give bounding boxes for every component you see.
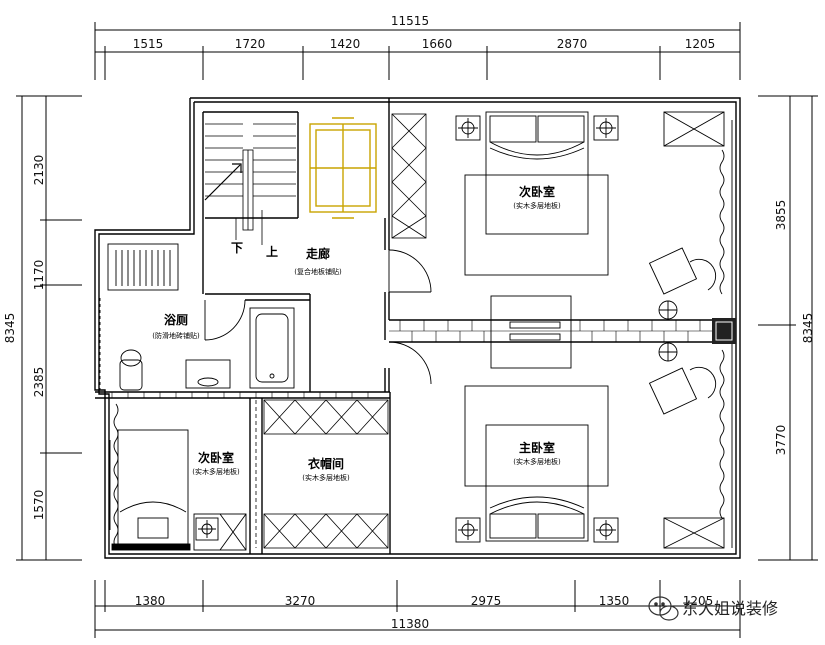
bottom-dim-1: 1380 (135, 594, 166, 608)
left-dim-2: 1170 (32, 260, 46, 291)
bottom-dim-3: 2975 (471, 594, 502, 608)
doors (204, 249, 432, 385)
walls (94, 97, 741, 559)
left-dim-3: 2385 (32, 367, 46, 398)
bottom-total-label: 11380 (391, 617, 429, 631)
right-dim-1: 3855 (774, 200, 788, 231)
stair-down-label: 下 (231, 241, 243, 255)
lower-bedroom-note: (实木多层地板) (192, 467, 240, 476)
top-dim-2: 1720 (235, 37, 266, 51)
master-bedroom-furniture (455, 342, 733, 549)
desk (490, 295, 572, 369)
bottom-dim-2: 3270 (285, 594, 316, 608)
top-dim-4: 1660 (422, 37, 453, 51)
upper-bedroom-note: (实木多层地板) (513, 201, 561, 210)
upper-bedroom-name: 次卧室 (519, 184, 555, 199)
right-total-label: 8345 (801, 313, 815, 344)
lower-left-bedroom-furniture (109, 403, 247, 551)
left-dim-1: 2130 (32, 155, 46, 186)
left-total-label: 8345 (3, 313, 17, 344)
bathroom-note: (防滑地砖铺贴) (152, 331, 200, 340)
corridor-note: (复合地板铺贴) (294, 267, 342, 276)
divider-hatch (111, 392, 369, 398)
top-dim-1: 1515 (133, 37, 164, 51)
elevator (309, 117, 377, 219)
corridor-name: 走廊 (306, 246, 330, 261)
staircase (204, 123, 296, 245)
dimension-right (758, 95, 818, 561)
closet-name: 衣帽间 (308, 456, 344, 471)
right-dim-2: 3770 (774, 425, 788, 456)
stair-up-label: 上 (266, 244, 278, 259)
watermark-text: 东大姐说装修 (682, 599, 778, 618)
bottom-dim-5: 1205 (683, 594, 714, 608)
master-bedroom-note: (实木多层地板) (513, 457, 561, 466)
closet-cabinets (255, 399, 389, 549)
top-dim-6: 1205 (685, 37, 716, 51)
dimension-top (94, 22, 741, 80)
master-bedroom-name: 主卧室 (519, 440, 555, 455)
column-pillar-inner (715, 321, 733, 341)
top-dim-5: 2870 (557, 37, 588, 51)
top-dim-3: 1420 (330, 37, 361, 51)
bathroom-fixtures (99, 243, 295, 391)
lower-bedroom-name: 次卧室 (198, 450, 234, 465)
central-wall-hatch (389, 320, 715, 342)
watermark: 东大姐说装修 (648, 596, 778, 621)
closet-note: (实木多层地板) (302, 473, 350, 482)
dimension-bottom (94, 580, 741, 638)
hallway-cabinet (391, 113, 427, 239)
bottom-dim-4: 1350 (599, 594, 630, 608)
dimension-left (16, 95, 82, 561)
wechat-icon (648, 596, 679, 621)
top-total-label: 11515 (391, 14, 429, 28)
left-dim-4: 1570 (32, 490, 46, 521)
upper-bedroom-furniture (455, 111, 733, 320)
bathroom-name: 浴厕 (164, 312, 188, 327)
